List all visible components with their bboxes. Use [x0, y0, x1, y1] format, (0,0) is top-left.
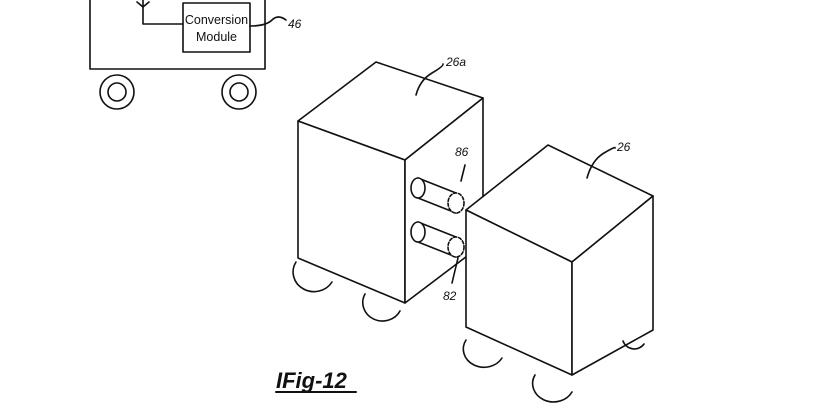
figure-title: IFig-12 — [276, 368, 348, 393]
vehicle-cart-partial — [89, 0, 266, 110]
leader-46 — [249, 16, 287, 27]
connector-86 — [410, 164, 466, 214]
ref-label-46: 46 — [288, 17, 302, 31]
cart-26 — [462, 144, 654, 403]
conversion-module-line1: Conversion — [185, 13, 248, 27]
conversion-module-box — [182, 2, 251, 53]
ref-label-26: 26 — [616, 140, 631, 154]
ref-label-26a: 26a — [445, 55, 466, 69]
ref-label-86: 86 — [455, 145, 469, 159]
connector-82 — [410, 221, 465, 284]
leader-26a — [415, 63, 444, 96]
cart-26a — [292, 61, 484, 322]
leader-26 — [586, 146, 616, 179]
ref-label-82: 82 — [443, 289, 457, 303]
cart-wheel-left — [99, 74, 135, 110]
conversion-module-line2: Module — [196, 30, 237, 44]
cart-wheel-right — [221, 74, 257, 110]
